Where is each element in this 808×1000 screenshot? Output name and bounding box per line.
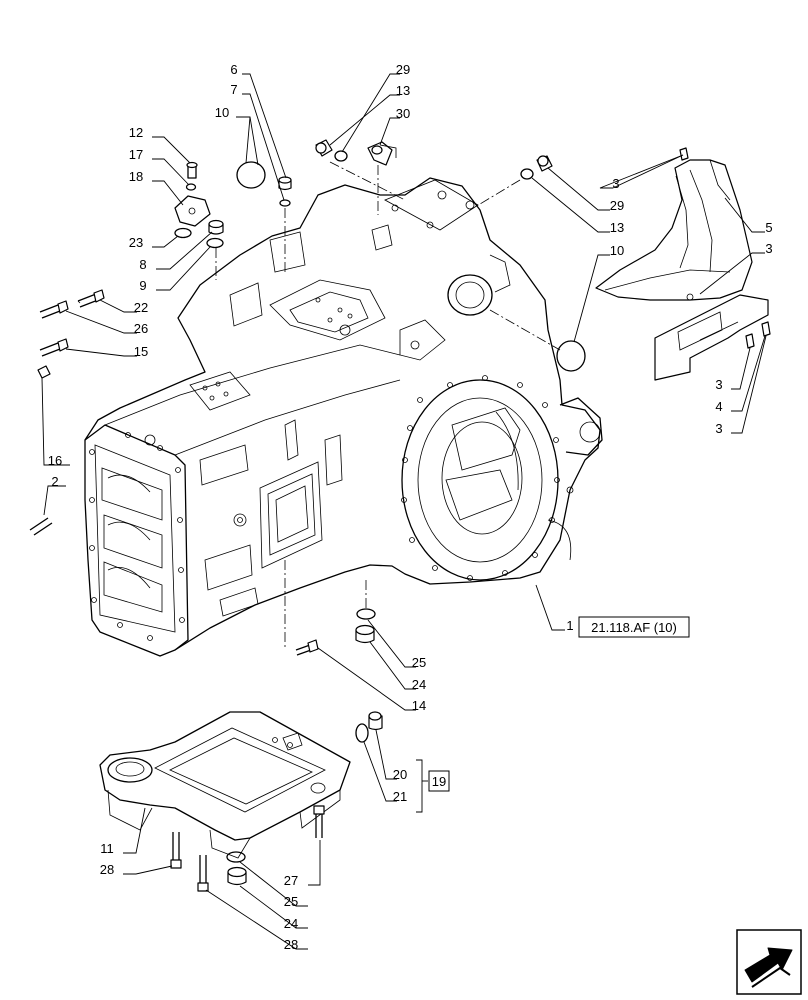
callout-c21[interactable]: 21 bbox=[393, 789, 407, 804]
bolt-15 bbox=[39, 338, 69, 357]
next-page-arrow-icon[interactable] bbox=[736, 929, 802, 995]
callout-c12[interactable]: 12 bbox=[129, 125, 143, 140]
o-ring-10-right bbox=[556, 340, 586, 372]
callout-c27[interactable]: 27 bbox=[284, 873, 298, 888]
callout-c23[interactable]: 23 bbox=[129, 235, 143, 250]
stud-2 bbox=[29, 517, 53, 536]
callout-c8[interactable]: 8 bbox=[139, 257, 146, 272]
callout-c3b[interactable]: 3 bbox=[765, 241, 772, 256]
callout-c13b[interactable]: 13 bbox=[610, 220, 624, 235]
callout-c10a[interactable]: 10 bbox=[215, 105, 229, 120]
callout-c18[interactable]: 18 bbox=[129, 169, 143, 184]
reference-box[interactable]: 21.118.AF (10) bbox=[578, 616, 690, 638]
callout-c13a[interactable]: 13 bbox=[396, 83, 410, 98]
callout-c7[interactable]: 7 bbox=[230, 82, 237, 97]
callout-c1[interactable]: 1 bbox=[566, 618, 573, 633]
nut-16 bbox=[37, 365, 51, 379]
reference-box-label: 21.118.AF (10) bbox=[591, 620, 677, 635]
callout-c15[interactable]: 15 bbox=[134, 344, 148, 359]
callout-c3a[interactable]: 3 bbox=[612, 176, 619, 191]
plug-6 bbox=[278, 176, 292, 191]
callout-c28a[interactable]: 28 bbox=[100, 862, 114, 877]
screw-3-right bbox=[745, 321, 771, 349]
o-ring-21 bbox=[355, 723, 369, 743]
group-box[interactable]: 19 bbox=[428, 770, 450, 792]
screw-3-top bbox=[679, 147, 689, 161]
callout-c6[interactable]: 6 bbox=[230, 62, 237, 77]
o-ring-25-lower bbox=[226, 851, 246, 863]
leader-lines bbox=[41, 73, 767, 950]
bolt-12 bbox=[186, 161, 198, 179]
transmission-housing bbox=[84, 177, 603, 657]
plug-29-right bbox=[536, 155, 553, 172]
elbow-fitting-30 bbox=[367, 141, 397, 166]
callout-c24a[interactable]: 24 bbox=[412, 677, 426, 692]
bolt-28-left bbox=[170, 832, 182, 869]
oil-sump bbox=[99, 711, 351, 859]
pto-shield bbox=[595, 159, 753, 301]
callout-c30[interactable]: 30 bbox=[396, 106, 410, 121]
callout-c26[interactable]: 26 bbox=[134, 321, 148, 336]
callout-c5[interactable]: 5 bbox=[765, 220, 772, 235]
callout-c4[interactable]: 4 bbox=[715, 399, 722, 414]
callout-c25a[interactable]: 25 bbox=[412, 655, 426, 670]
washer-17 bbox=[185, 183, 197, 191]
o-ring-23 bbox=[174, 227, 192, 239]
o-ring-9 bbox=[206, 237, 224, 249]
pto-guard-plate bbox=[654, 294, 769, 381]
callout-c14[interactable]: 14 bbox=[412, 698, 426, 713]
callout-c9[interactable]: 9 bbox=[139, 278, 146, 293]
callout-c25b[interactable]: 25 bbox=[284, 894, 298, 909]
plug-29-top bbox=[315, 139, 333, 157]
group-box-label: 19 bbox=[432, 774, 446, 789]
callout-c10b[interactable]: 10 bbox=[610, 243, 624, 258]
o-ring-13-top bbox=[334, 150, 348, 162]
cover-plate-18 bbox=[174, 195, 211, 227]
o-ring-13-right bbox=[520, 168, 534, 180]
plug-20 bbox=[368, 711, 383, 731]
plug-24-lower bbox=[227, 866, 247, 886]
washer-7 bbox=[279, 199, 291, 207]
callout-c20[interactable]: 20 bbox=[393, 767, 407, 782]
bolt-22 bbox=[77, 289, 105, 308]
callout-c28b[interactable]: 28 bbox=[284, 937, 298, 952]
plug-8 bbox=[208, 219, 224, 235]
callout-c29a[interactable]: 29 bbox=[396, 62, 410, 77]
o-ring-25-center bbox=[356, 608, 376, 620]
callout-c16[interactable]: 16 bbox=[48, 453, 62, 468]
bolt-28-right bbox=[197, 855, 209, 892]
callout-c24b[interactable]: 24 bbox=[284, 916, 298, 931]
bolt-27 bbox=[313, 805, 325, 838]
bolt-26 bbox=[39, 300, 69, 319]
centerlines bbox=[215, 161, 561, 650]
plug-24-center bbox=[355, 624, 375, 644]
bolt-14 bbox=[295, 639, 319, 656]
callout-c3d[interactable]: 3 bbox=[715, 421, 722, 436]
callout-c29b[interactable]: 29 bbox=[610, 198, 624, 213]
o-ring-10-upper bbox=[236, 161, 266, 189]
callout-c11[interactable]: 11 bbox=[100, 841, 114, 856]
callout-c17[interactable]: 17 bbox=[129, 147, 143, 162]
callout-c2[interactable]: 2 bbox=[51, 474, 58, 489]
callout-c22[interactable]: 22 bbox=[134, 300, 148, 315]
callout-c3c[interactable]: 3 bbox=[715, 377, 722, 392]
